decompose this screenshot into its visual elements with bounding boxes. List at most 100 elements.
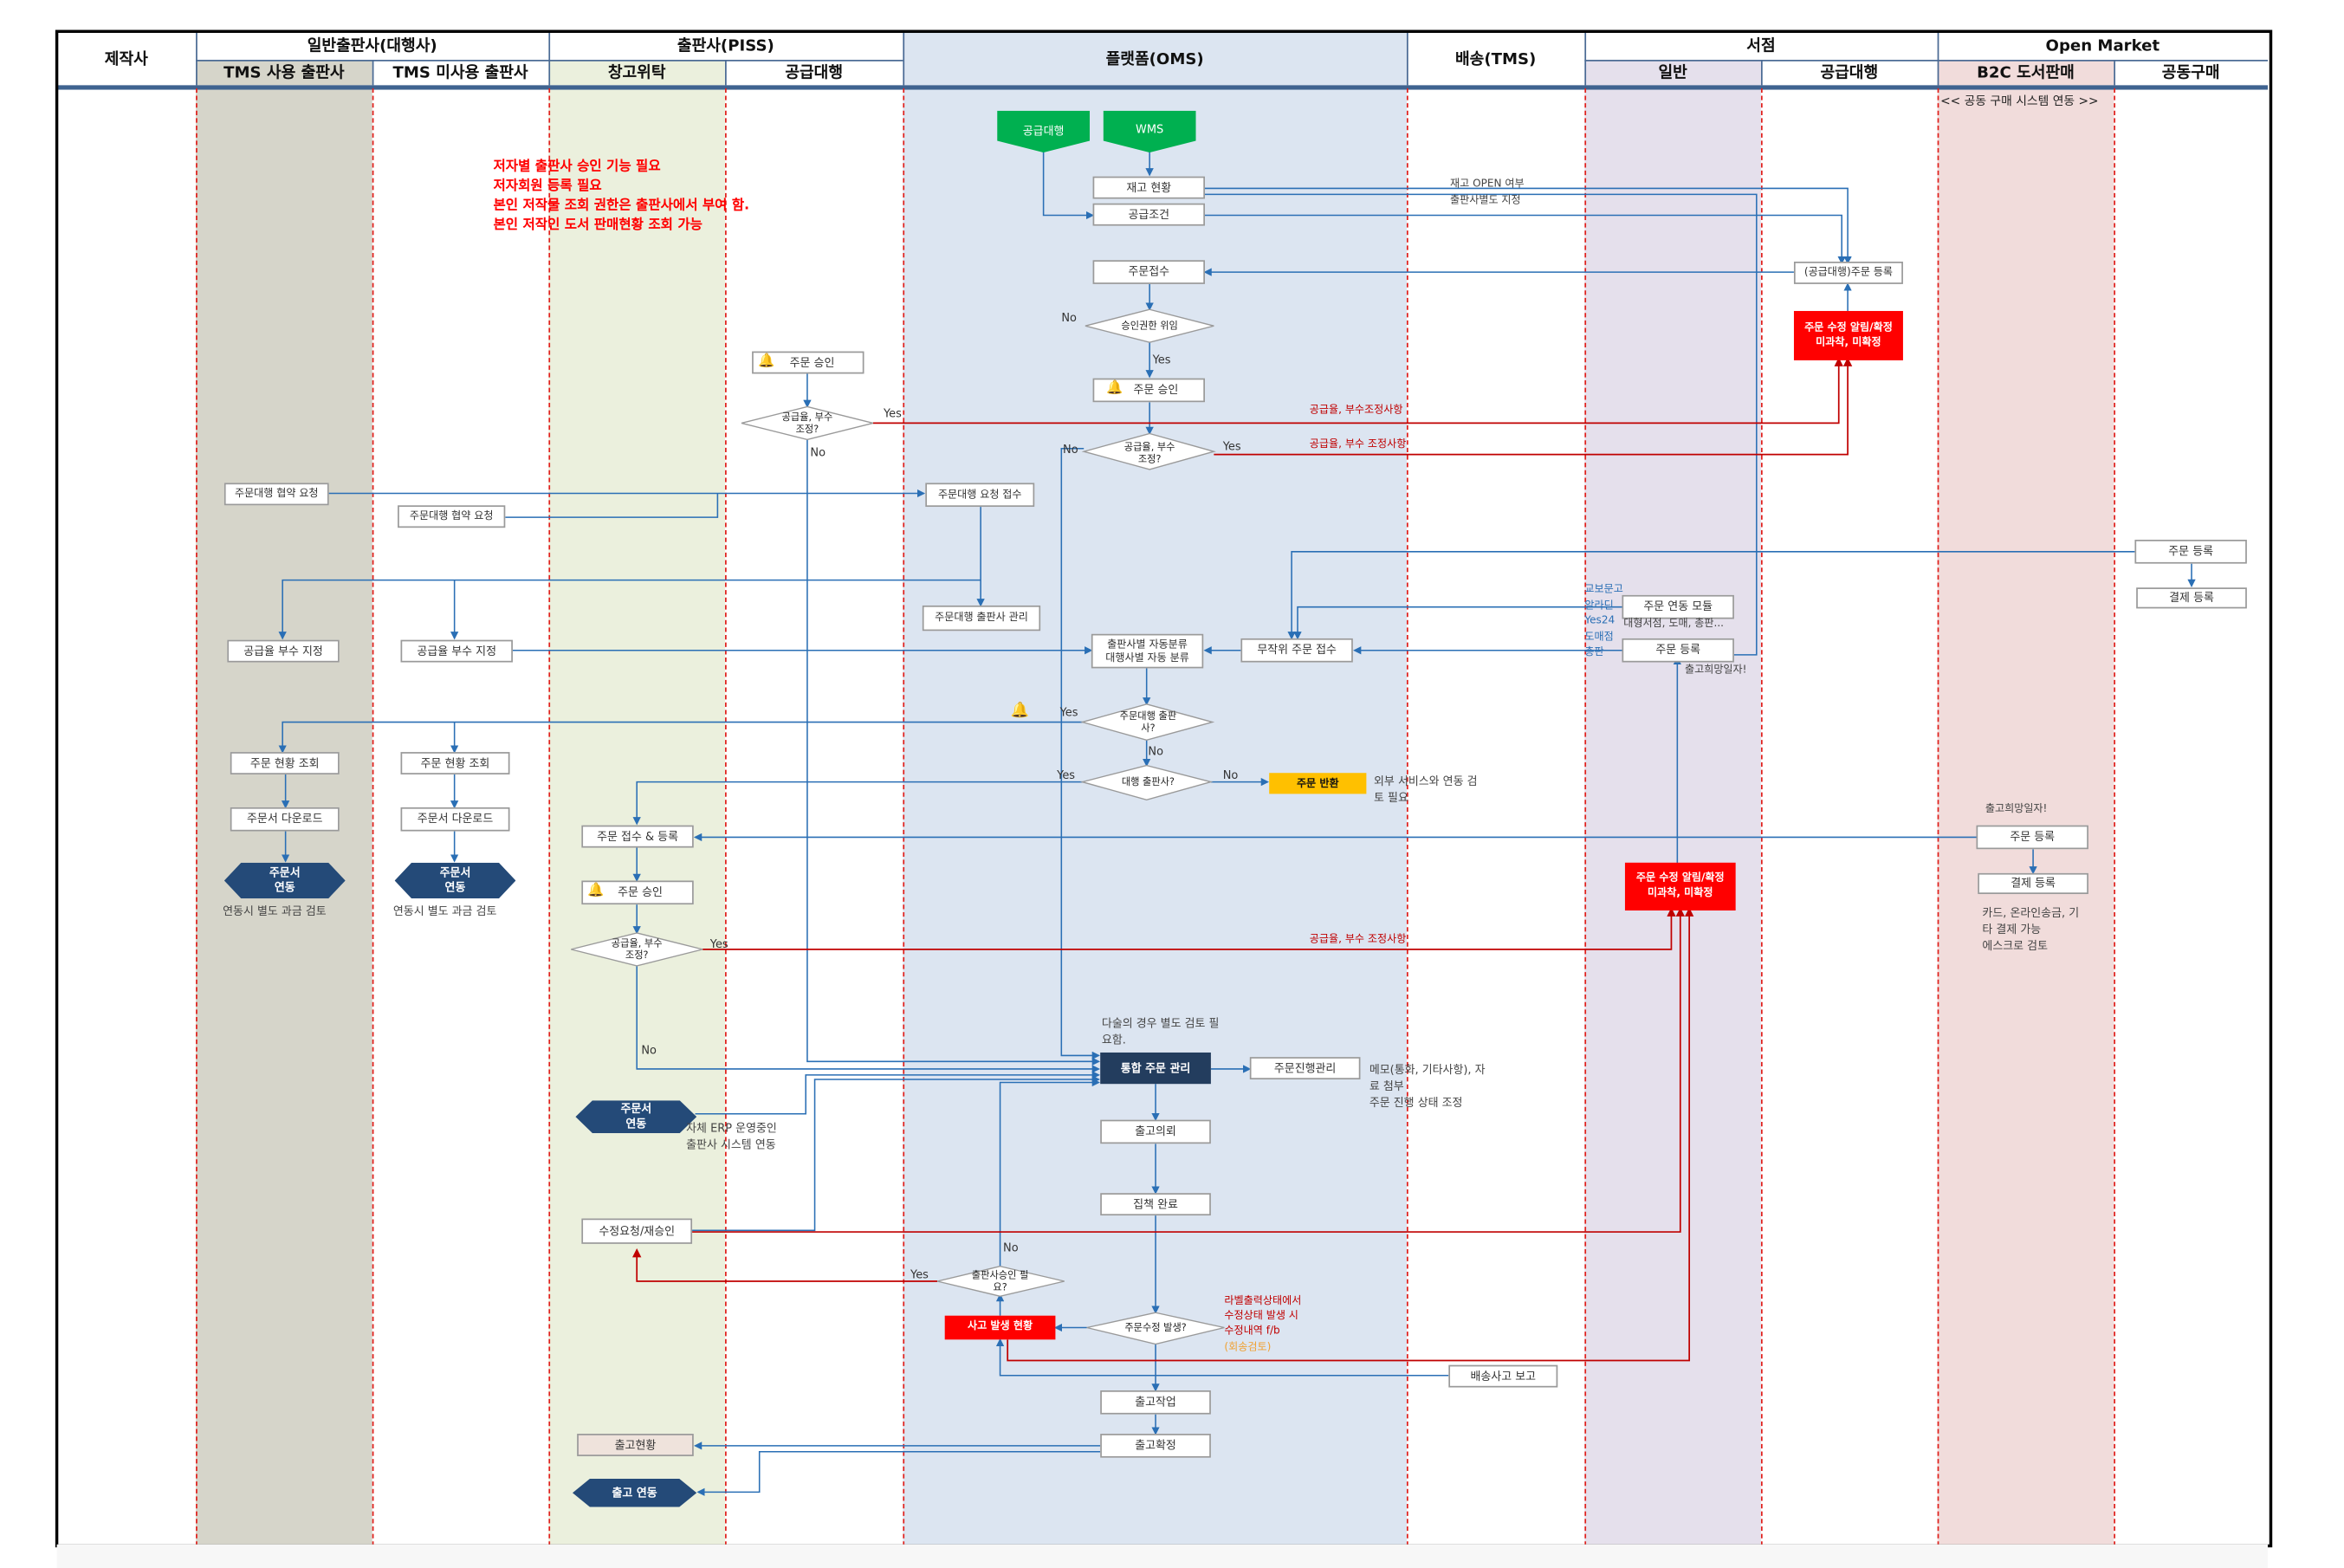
group-buy-system-note: << 공동 구매 시스템 연동 >> [1940,94,2099,108]
agency-request-receive-box[interactable]: 주문대행 요청 접수 [925,483,1035,508]
requirements-note: 저자별 출판사 승인 기능 필요 저자회원 등록 필요 본인 저작물 조회 권한… [493,159,750,234]
flow-inventory-to-store [1204,187,1852,265]
wh-rate-adjust-text[interactable]: 공급율, 부수 조정? [611,936,663,962]
label-no: No [641,1043,657,1058]
header-div [1760,60,1763,86]
wh-order-approve-box[interactable]: 🔔 주문 승인 [581,880,694,905]
b2c-payment-register-box[interactable]: 결제 등록 [1978,872,2088,895]
lane-divider [1937,87,1939,1568]
store-general-modify-alert[interactable]: 주문 수정 알림/확정 미과착, 미확정 [1624,862,1736,911]
header-tms: 배송(TMS) [1454,49,1537,68]
label-yes: Yes [883,406,902,420]
order-receive-box[interactable]: 주문접수 [1092,260,1205,284]
order-progress-box[interactable]: 주문진행관리 [1249,1057,1361,1080]
header-store-general: 일반 [1658,64,1687,82]
publisher-approval-text[interactable]: 출판사승인 필 요? [971,1268,1029,1293]
label-no: No [1063,442,1078,457]
header-bottom-band [56,85,2269,90]
lane-divider [548,87,551,1568]
oms-rate-adjust-text[interactable]: 공급율, 부수 조정? [1123,440,1175,465]
oms-order-approve-box[interactable]: 🔔 주문 승인 [1092,378,1205,403]
wh-order-approve-label: 주문 승인 [618,885,663,899]
flow-contract-request-b [505,493,719,518]
group-buy-order-register-box[interactable]: 주문 등록 [2134,540,2247,564]
modify-reapprove-box[interactable]: 수정요청/재승인 [581,1218,693,1244]
flow-wh-adjust-yes [703,907,1676,950]
label-yes: Yes [910,1267,929,1282]
tms-use-order-link[interactable]: 주문서 연동 [223,862,346,899]
flow-to-rate-a [278,579,981,640]
store-types-note: 대형서점, 도매, 총판... [1623,617,1725,630]
bookstore-list-note: 교보문고 알라딘 Yes24 도매점 총판 [1584,583,1623,658]
shipment-work-box[interactable]: 출고작업 [1100,1390,1211,1415]
header-tms-nouse: TMS 미사용 출판사 [392,64,528,82]
tms-nouse-rate-quantity-box[interactable]: 공급율 부수 지정 [400,639,513,663]
agency-publisher-manage-box[interactable]: 주문대행 출판사 관리 [922,605,1041,632]
integrated-order-box[interactable]: 통합 주문 관리 [1100,1052,1211,1085]
approval-delegate-text[interactable]: 승인권한 위임 [1121,319,1178,332]
wh-order-link[interactable]: 주문서 연동 [575,1100,697,1134]
bell-icon: 🔔 [757,353,775,370]
tms-use-order-download-box[interactable]: 주문서 다운로드 [230,807,340,832]
store-supply-modify-alert[interactable]: 주문 수정 알림/확정 미과착, 미확정 [1793,310,1903,360]
header-div [1406,31,1408,86]
label-yes: Yes [709,937,728,951]
order-modified-text[interactable]: 주문수정 발생? [1124,1321,1187,1334]
supply-terms-box[interactable]: 공급조건 [1092,203,1205,226]
shipment-status-box[interactable]: 출고현황 [577,1434,694,1456]
tms-nouse-contract-request-box[interactable]: 주문대행 협약 요청 [398,505,506,528]
header-store-general-bg [1584,60,1761,86]
order-link-module-box[interactable]: 주문 연동 모듈 [1622,594,1734,619]
shipment-link[interactable]: 출고 연동 [572,1478,697,1507]
flow-approval-yes [632,1248,938,1282]
label-yes: Yes [1222,439,1241,453]
order-return-label: 주문 반환 [1296,777,1339,790]
shipment-confirm-box[interactable]: 출고확정 [1100,1434,1211,1458]
erp-note: 자체 ERP 운영중인 출판사 시스템 연동 [686,1121,777,1151]
rate-adjust-items-label: 공급율, 부수 조정사항 [1309,437,1407,450]
rate-adjust-items-label: 공급율, 부수 조정사항 [1309,932,1407,945]
proxy-publisher-text[interactable]: 대행 출판사? [1121,775,1175,788]
picking-done-box[interactable]: 집책 완료 [1100,1193,1211,1216]
group-buy-payment-register-box[interactable]: 결제 등록 [2136,587,2247,609]
lane-divider [1406,87,1408,1568]
tms-nouse-order-status-box[interactable]: 주문 현황 조회 [400,752,510,774]
delivery-accident-box[interactable]: 배송사고 보고 [1448,1364,1558,1388]
store-order-register-box[interactable]: 주문 등록 [1622,638,1734,663]
auto-classify-box[interactable]: 출판사별 자동분류 대행사별 자동 분류 [1091,633,1204,669]
piss-order-approve-box[interactable]: 🔔 주문 승인 [752,351,864,374]
flow-groupbuy-to-random [1287,551,2135,640]
inventory-status-box[interactable]: 재고 현황 [1092,176,1205,199]
header-group-buy: 공동구매 [2161,64,2220,82]
flow-erp-link [695,1071,1101,1115]
store-supply-order-register-box[interactable]: (공급대행)주문 등록 [1793,262,1903,284]
decision-wh-rate-adjust [571,932,703,967]
agency-publisher-text[interactable]: 주문대행 출판 사? [1119,709,1177,735]
shipment-request-box[interactable]: 출고의뢰 [1100,1119,1211,1144]
header-bookstore: 서점 [1746,37,1776,55]
order-return-box[interactable]: 주문 반환 [1269,773,1367,794]
oms-order-approve-label: 주문 승인 [1133,383,1179,397]
header-tms-use-bg [196,60,372,86]
store-desired-date-note: 출고희망일자! [1684,664,1747,677]
bell-icon: 🔔 [587,884,605,899]
flow-confirm-to-link [696,1450,1101,1497]
header-warehouse: 창고위탁 [607,64,666,82]
tms-nouse-order-link[interactable]: 주문서 연동 [394,862,516,899]
order-receive-register-box[interactable]: 주문 접수 & 등록 [581,825,694,848]
flow-supply-to-terms [1042,151,1095,220]
tms-nouse-order-download-box[interactable]: 주문서 다운로드 [400,807,510,832]
accident-status-box[interactable]: 사고 발생 현황 [944,1315,1056,1340]
header-supply-agent: 공급대행 [785,64,844,82]
tms-use-contract-request-box[interactable]: 주문대행 협약 요청 [223,483,329,506]
random-order-receive-box[interactable]: 무작위 주문 접수 [1240,638,1353,663]
b2c-order-register-box[interactable]: 주문 등록 [1976,825,2088,850]
lane-divider [372,87,374,1568]
piss-rate-adjust-text[interactable]: 공급율, 부수 조정? [781,410,833,436]
tms-use-rate-quantity-box[interactable]: 공급율 부수 지정 [227,639,340,663]
label-yes: Yes [1057,768,1076,782]
tms-use-order-status-box[interactable]: 주문 현황 조회 [230,752,340,774]
flow-terms-to-store [1204,214,1846,265]
flow-accident-to-store [1007,907,1694,1362]
header-div [548,31,551,86]
